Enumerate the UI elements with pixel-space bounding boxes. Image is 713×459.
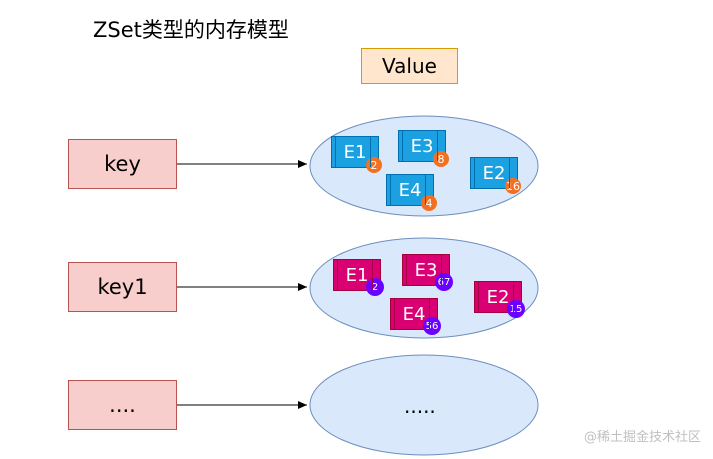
score-badge: 15 — [507, 300, 525, 318]
score-badge: 56 — [423, 317, 441, 335]
score-badge: 67 — [435, 273, 453, 291]
score-badge: 2 — [366, 278, 384, 296]
zset-element: E4 56 — [390, 298, 441, 335]
zset-element: E4 4 — [386, 174, 437, 211]
element-name: E1 — [345, 264, 369, 286]
score-badge: 4 — [421, 195, 437, 211]
key-box-0: key — [68, 139, 177, 189]
watermark: @稀土掘金技术社区 — [583, 430, 701, 445]
score-badge: 2 — [366, 157, 382, 173]
element-name: E4 — [398, 179, 422, 201]
element-name: E3 — [414, 259, 438, 281]
zset-element: E1 2 — [331, 136, 382, 173]
zset-element: E2 15 — [474, 281, 525, 318]
score-badge: 8 — [433, 151, 449, 167]
element-name: E1 — [343, 141, 367, 163]
score-badge: 16 — [505, 178, 521, 194]
element-name: E3 — [410, 135, 434, 157]
value-header: Value — [361, 48, 458, 84]
diagram-title: ZSet类型的内存模型 — [93, 18, 289, 42]
zset-element: E3 67 — [402, 254, 453, 291]
element-name: E2 — [482, 162, 506, 184]
key-box-1: key1 — [68, 262, 177, 312]
value-ellipse-2 — [309, 354, 539, 456]
value-ellipsis-text: ..... — [404, 394, 436, 418]
element-name: E4 — [402, 303, 426, 325]
key-box-2: .... — [68, 380, 177, 430]
element-name: E2 — [486, 286, 510, 308]
zset-element: E2 16 — [470, 157, 521, 194]
zset-element: E1 2 — [333, 259, 384, 296]
zset-element: E3 8 — [398, 130, 449, 167]
